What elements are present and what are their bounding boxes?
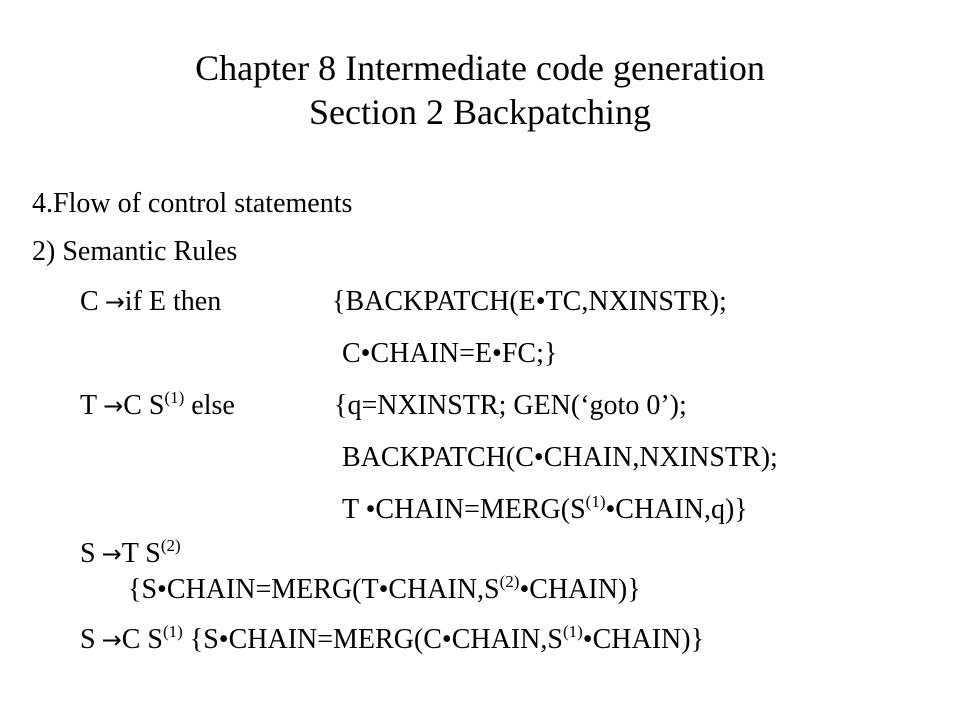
- rule2-action-line2: BACKPATCH(C•CHAIN,NXINSTR);: [342, 442, 778, 473]
- rule4-lhs: S: [80, 624, 96, 655]
- rule3-action-a: {S•CHAIN=MERG(T•CHAIN,S: [128, 574, 500, 605]
- slide-title: Chapter 8 Intermediate code generation S…: [0, 46, 960, 134]
- rule3-lhs: S: [80, 538, 96, 569]
- heading-semantic-rules: 2) Semantic Rules: [32, 236, 238, 267]
- rule4-production: S→C S(1) {S•CHAIN=MERG(C•CHAIN,S(1)•CHAI…: [80, 622, 705, 659]
- rule3-production: S→T S(2): [80, 536, 181, 573]
- rule1-rhs: if E then: [124, 286, 222, 317]
- arrow-icon: →: [104, 288, 125, 316]
- rule2-lhs: T: [80, 390, 98, 421]
- rule2-rhs-superscript: (1): [164, 388, 185, 407]
- rule1-action-line1: {BACKPATCH(E•TC,NXINSTR);: [332, 286, 727, 317]
- rule2-action-line3-superscript: (1): [585, 492, 606, 511]
- arrow-icon: →: [103, 392, 124, 420]
- arrow-icon: →: [101, 540, 122, 568]
- rule1-action-line2: C•CHAIN=E•FC;}: [342, 338, 558, 369]
- rule3-rhs-superscript: (2): [160, 536, 181, 555]
- rule4-rhs: C S: [121, 624, 163, 655]
- rule3-action-superscript: (2): [499, 572, 520, 591]
- rule1-production: C→if E then: [80, 286, 221, 318]
- rule2-action-line3-b: •CHAIN,q)}: [605, 494, 748, 525]
- rule4-rhs-superscript: (1): [162, 622, 183, 641]
- arrow-icon: →: [101, 626, 122, 654]
- rule4-action-b: •CHAIN)}: [582, 624, 705, 655]
- rule2-action-line1: {q=NXINSTR; GEN(‘goto 0’);: [334, 390, 687, 421]
- rule2-production: T→C S(1) else: [80, 388, 235, 425]
- rule2-rhs-else: else: [184, 390, 235, 421]
- rule3-rhs: T S: [121, 538, 161, 569]
- rule2-action-line3-a: T •CHAIN=MERG(S: [342, 494, 586, 525]
- title-line-section: Section 2 Backpatching: [309, 92, 651, 132]
- rule3-action-b: •CHAIN)}: [519, 574, 641, 605]
- title-line-chapter: Chapter 8 Intermediate code generation: [195, 48, 765, 88]
- rule4-action-a: {S•CHAIN=MERG(C•CHAIN,S: [189, 624, 563, 655]
- rule2-rhs: C S: [123, 390, 165, 421]
- rule3-action: {S•CHAIN=MERG(T•CHAIN,S(2)•CHAIN)}: [128, 572, 641, 609]
- rule4-action-superscript: (1): [562, 622, 583, 641]
- rule1-lhs: C: [80, 286, 99, 317]
- rule2-action-line3: T •CHAIN=MERG(S(1)•CHAIN,q)}: [342, 492, 748, 529]
- heading-flow-of-control: 4.Flow of control statements: [32, 188, 353, 219]
